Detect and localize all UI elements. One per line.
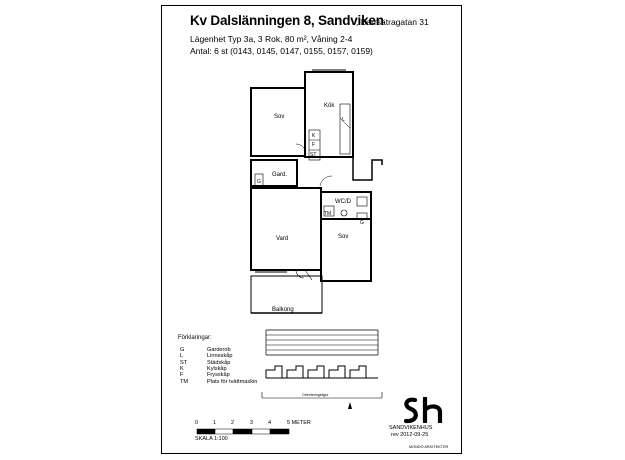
legend-code: L bbox=[180, 353, 184, 360]
scale-zero: 0 bbox=[195, 420, 199, 426]
drawing-frame bbox=[161, 5, 462, 454]
logo-revision: rev 2012-09-25 bbox=[391, 432, 429, 438]
scale-tick-label: 5 METER bbox=[287, 420, 311, 426]
legend-item: K Kylskåp bbox=[180, 366, 227, 372]
room-label-bedroom-2: Sov bbox=[338, 234, 348, 240]
label-g-bath: G bbox=[360, 220, 364, 226]
room-label-wardrobe: Gard. bbox=[272, 172, 287, 178]
room-label-balcony: Balkong bbox=[272, 307, 294, 313]
living-room-walls bbox=[250, 187, 322, 271]
legend-box bbox=[265, 329, 379, 356]
scale-tick-label: 3 bbox=[250, 420, 254, 426]
scale-tick-label: 1 bbox=[213, 420, 217, 426]
label-g-wardrobe: G bbox=[257, 179, 261, 185]
legend-code: F bbox=[180, 372, 184, 379]
legend-item: L Linneskåp bbox=[180, 353, 233, 359]
plan-address: , Barrsätragatan 31 bbox=[356, 17, 429, 27]
sandvikenhus-logo bbox=[403, 397, 443, 424]
orientation-label: Orienteringsfigur bbox=[302, 393, 329, 397]
logo-name: SANDVIKENHUS bbox=[389, 425, 433, 431]
legend-code: TM bbox=[180, 378, 189, 385]
label-k: K bbox=[312, 133, 316, 139]
legend-code: ST bbox=[180, 359, 188, 366]
legend-code: G bbox=[180, 347, 185, 353]
scale-label: SKALA 1:100 bbox=[195, 436, 228, 442]
legend-item: F Frysskåp bbox=[180, 372, 230, 378]
plan-title: Kv Dalslänningen 8, Sandviken bbox=[190, 13, 384, 28]
orientation-figure bbox=[261, 365, 383, 399]
label-st: ST bbox=[310, 152, 316, 158]
apartment-count: Antal: 6 st (0143, 0145, 0147, 0155, 015… bbox=[190, 46, 373, 56]
bedroom-2-walls bbox=[320, 218, 372, 282]
legend-text: Kylskåp bbox=[207, 365, 227, 372]
legend-text: Städskåp bbox=[207, 359, 231, 366]
legend-text: Plats för tvättmaskin bbox=[207, 378, 258, 385]
wardrobe-walls bbox=[250, 159, 298, 187]
legend-text: Frysskåp bbox=[207, 372, 230, 379]
room-label-bedroom-1: Sov bbox=[274, 114, 284, 120]
legend-item: ST Städskåp bbox=[180, 360, 230, 366]
legend-text: Garderob bbox=[207, 347, 231, 353]
legend-item: TM Plats för tvättmaskin bbox=[180, 379, 257, 385]
legend-text: Linneskåp bbox=[207, 353, 233, 360]
room-label-kitchen: Kök bbox=[324, 103, 335, 109]
legend-item: G Garderob bbox=[180, 347, 231, 353]
label-f: F bbox=[312, 142, 315, 148]
legend-code: K bbox=[180, 365, 184, 372]
room-label-living: Vard bbox=[276, 236, 288, 242]
room-label-bathroom: WC/D bbox=[335, 199, 352, 205]
scale-tick-label: 2 bbox=[231, 420, 235, 426]
architect-name: MONDO ARKITEKTER bbox=[409, 445, 449, 449]
legend-heading: Förklaringar: bbox=[178, 335, 212, 341]
scale-tick-label: 4 bbox=[268, 420, 272, 426]
apartment-type: Lägenhet Typ 3a, 3 Rok, 80 m², Våning 2-… bbox=[190, 34, 353, 44]
bedroom-1-walls bbox=[250, 87, 306, 157]
label-l: L bbox=[342, 117, 345, 123]
label-tm: TM bbox=[324, 211, 331, 217]
